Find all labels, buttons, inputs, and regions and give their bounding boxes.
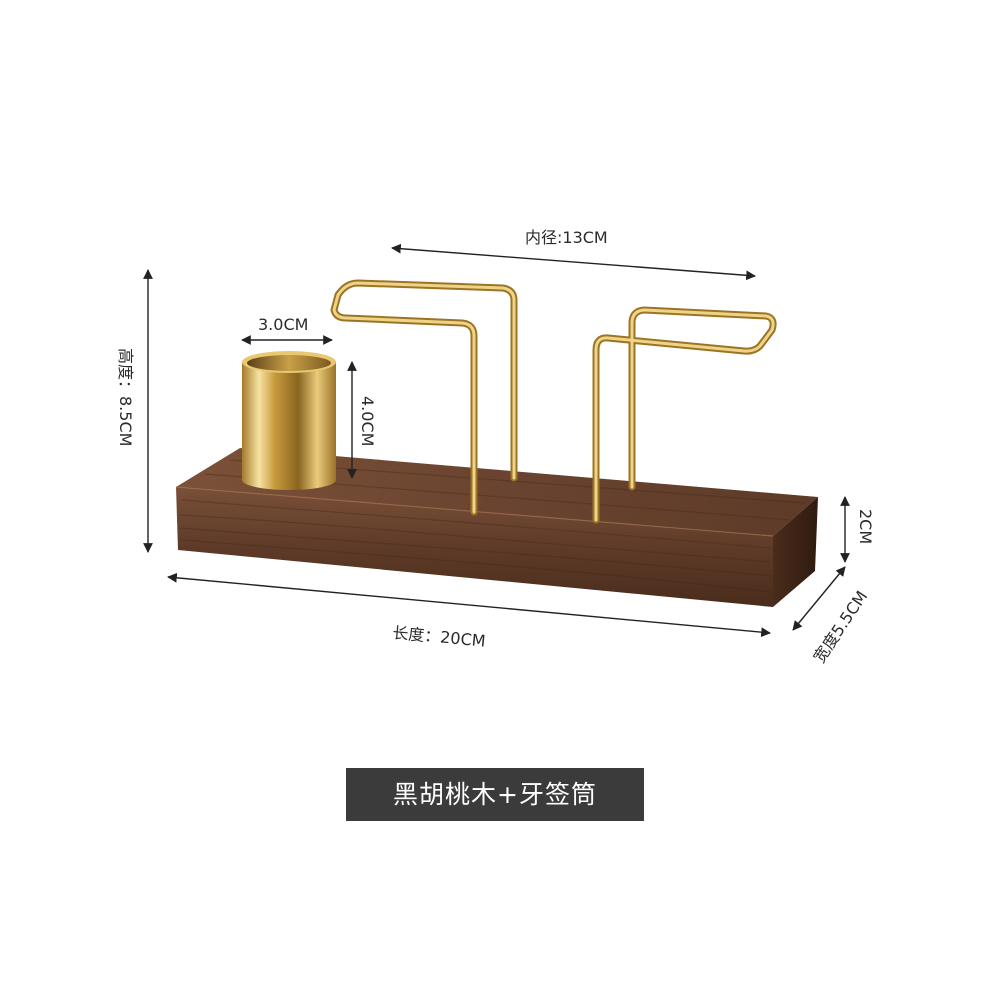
product-caption: 黑胡桃木+牙签筒 [346,768,644,821]
height-label: 高度：8.5CM [116,348,135,446]
base-height-label: 2CM [856,509,875,544]
cup-diameter-label: 3.0CM [258,315,308,334]
length-label: 长度：20CM [392,623,487,651]
dimension-lines [143,243,850,638]
cup-height-label: 4.0CM [358,396,377,446]
gold-wire-frame-right [592,306,777,524]
gold-toothpick-cup [242,351,336,490]
inner-width-label: 内径:13CM [525,228,608,247]
gold-wire-frame-left [330,279,518,516]
